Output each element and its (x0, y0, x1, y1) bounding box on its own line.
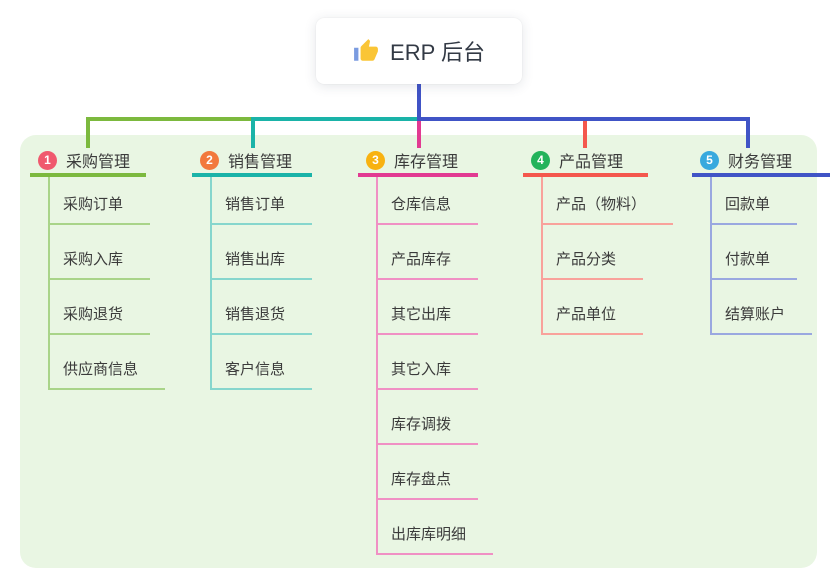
leaf-node[interactable]: 库存调拨 (378, 390, 493, 445)
branch-title: 财务管理 (728, 154, 793, 171)
branch-title: 采购管理 (66, 154, 131, 171)
branch-inventory: 3 库存管理 仓库信息 产品库存 其它出库 其它入库 库存调拨 库存盘点 出库库… (358, 147, 494, 555)
branch-items-inventory: 仓库信息 产品库存 其它出库 其它入库 库存调拨 库存盘点 出库库明细 (376, 177, 494, 555)
branch-items-sales: 销售订单 销售出库 销售退货 客户信息 (210, 177, 313, 390)
connector-root-drop (417, 84, 421, 121)
branch-head-sales[interactable]: 2 销售管理 (192, 147, 312, 177)
leaf-node[interactable]: 销售订单 (212, 177, 313, 225)
branch-head-product[interactable]: 4 产品管理 (523, 147, 648, 177)
connector-drop-finance (746, 117, 750, 148)
leaf-node[interactable]: 仓库信息 (378, 177, 493, 225)
branch-items-finance: 回款单 付款单 结算账户 (710, 177, 830, 335)
leaf-node[interactable]: 采购入库 (50, 225, 165, 280)
connector-drop-sales (251, 117, 255, 148)
connector-bus-sales (251, 117, 419, 121)
branch-title: 销售管理 (228, 154, 293, 171)
leaf-node[interactable]: 产品（物料） (543, 177, 674, 225)
leaf-node[interactable]: 结算账户 (712, 280, 830, 335)
leaf-node[interactable]: 销售出库 (212, 225, 313, 280)
branch-title: 产品管理 (559, 154, 624, 171)
branch-sales: 2 销售管理 销售订单 销售出库 销售退货 客户信息 (192, 147, 313, 390)
branch-number-badge: 1 (38, 150, 57, 170)
connector-drop-product (583, 121, 587, 148)
branch-number-badge: 5 (700, 150, 719, 170)
leaf-node[interactable]: 库存盘点 (378, 445, 493, 500)
branch-items-purchase: 采购订单 采购入库 采购退货 供应商信息 (48, 177, 166, 390)
leaf-node[interactable]: 其它入库 (378, 335, 493, 390)
leaf-node[interactable]: 付款单 (712, 225, 830, 280)
leaf-node[interactable]: 回款单 (712, 177, 830, 225)
connector-bus-finance (417, 117, 750, 121)
leaf-node[interactable]: 出库库明细 (378, 500, 494, 555)
branch-number-badge: 4 (531, 150, 550, 170)
branch-product: 4 产品管理 产品（物料） 产品分类 产品单位 (523, 147, 674, 335)
root-node-label: ERP 后台 (390, 40, 485, 65)
root-node[interactable]: ERP 后台 (316, 18, 522, 84)
connector-drop-inventory (417, 121, 421, 148)
branch-number-badge: 2 (200, 150, 219, 170)
branch-head-inventory[interactable]: 3 库存管理 (358, 147, 478, 177)
leaf-node[interactable]: 客户信息 (212, 335, 313, 390)
branch-head-purchase[interactable]: 1 采购管理 (30, 147, 146, 177)
connector-bus-purchase (86, 117, 255, 121)
leaf-node[interactable]: 采购订单 (50, 177, 165, 225)
branches-panel (20, 135, 817, 568)
thumbs-up-icon (353, 38, 379, 64)
branch-head-finance[interactable]: 5 财务管理 (692, 147, 830, 177)
branch-title: 库存管理 (394, 154, 459, 171)
leaf-node[interactable]: 产品库存 (378, 225, 493, 280)
branch-items-product: 产品（物料） 产品分类 产品单位 (541, 177, 674, 335)
leaf-node[interactable]: 其它出库 (378, 280, 493, 335)
leaf-node[interactable]: 销售退货 (212, 280, 313, 335)
leaf-node[interactable]: 供应商信息 (50, 335, 166, 390)
branch-number-badge: 3 (366, 150, 385, 170)
branch-purchase: 1 采购管理 采购订单 采购入库 采购退货 供应商信息 (30, 147, 166, 390)
connector-drop-purchase (86, 117, 90, 148)
leaf-node[interactable]: 采购退货 (50, 280, 165, 335)
leaf-node[interactable]: 产品分类 (543, 225, 673, 280)
leaf-node[interactable]: 产品单位 (543, 280, 673, 335)
branch-finance: 5 财务管理 回款单 付款单 结算账户 (692, 147, 830, 335)
